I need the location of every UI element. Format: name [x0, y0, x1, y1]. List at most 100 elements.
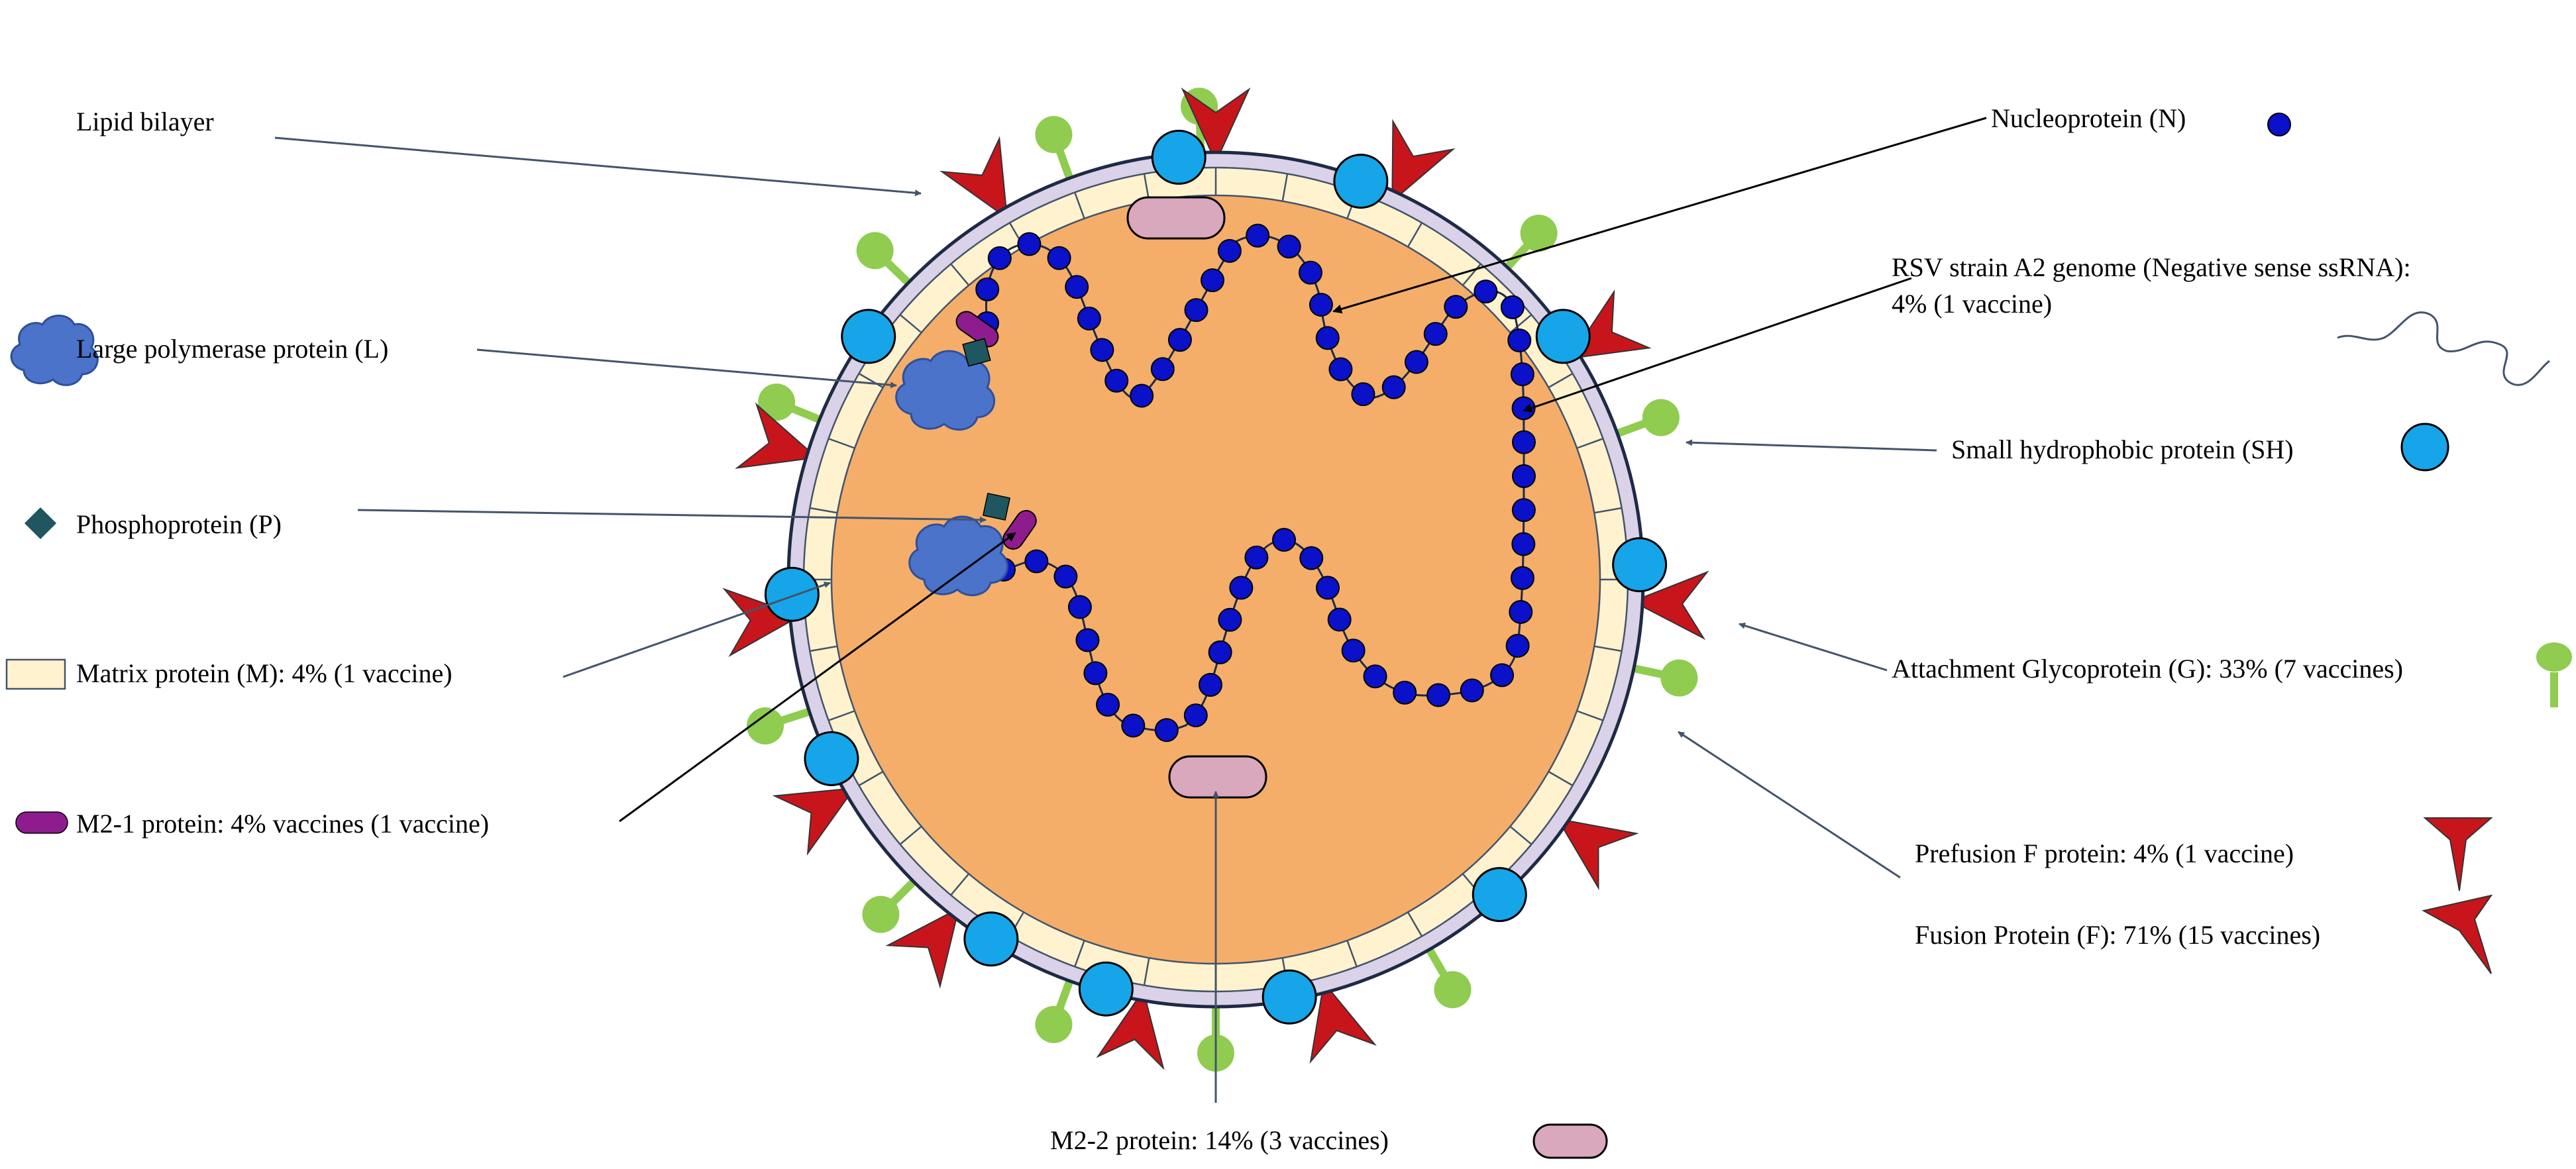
- g-protein: [1520, 215, 1558, 252]
- nucleoprotein: [1298, 260, 1322, 285]
- f-protein: [1631, 570, 1709, 640]
- m21-leader: [619, 532, 1016, 823]
- matrix-segment-divider: [1074, 940, 1085, 967]
- nucleoprotein: [1067, 595, 1092, 619]
- nucleo-leader: [1332, 117, 1987, 314]
- nucleoprotein: [1167, 328, 1192, 352]
- nucleoprotein: [1511, 498, 1536, 523]
- sh-protein: [1261, 969, 1317, 1025]
- nucleoprotein: [1363, 664, 1387, 689]
- matrix-segment-divider: [1462, 263, 1481, 286]
- leader-lines: [274, 117, 1987, 1103]
- genome-leader: [1523, 277, 1912, 413]
- matrix-segment-divider: [1576, 710, 1603, 721]
- sh-protein: [963, 911, 1019, 967]
- matrix-segment-divider: [1407, 911, 1423, 937]
- m2-1-protein-top: [955, 311, 999, 348]
- g-protein: [1035, 1005, 1073, 1043]
- g-protein: [856, 232, 894, 270]
- nucleoprotein: [1065, 275, 1089, 299]
- fusion-f-icon: [2422, 894, 2493, 974]
- nucleoprotein: [1150, 357, 1175, 381]
- polymerase-complex-bottom: [908, 492, 1037, 597]
- sh-leader: [1686, 439, 1937, 452]
- phosphoprotein-bottom: [982, 492, 1011, 521]
- nucleoprotein: [1272, 528, 1297, 552]
- sh-protein: [841, 309, 896, 364]
- matrix-segment-divider: [950, 263, 970, 286]
- nucleoprotein: [1299, 546, 1324, 570]
- sh-proteins: [764, 129, 1668, 1025]
- nucleoprotein: [1208, 640, 1232, 664]
- matrix-segment-divider: [1143, 957, 1150, 986]
- sh-protein: [1078, 961, 1134, 1017]
- nucleoprotein: [1341, 638, 1366, 663]
- nucleoprotein: [1217, 238, 1242, 263]
- f-protein: [735, 402, 818, 469]
- f-protein: [939, 136, 1008, 220]
- sh-protein-label: Small hydrophobic protein (SH): [1951, 434, 2294, 464]
- nucleoprotein: [1096, 693, 1120, 717]
- nucleoprotein: [1444, 295, 1468, 319]
- sh-protein: [804, 731, 859, 786]
- lipid-leader: [274, 136, 922, 197]
- f-protein: [1181, 87, 1251, 164]
- nucleoprotein: [1500, 295, 1525, 319]
- nucleoprotein: [1315, 326, 1340, 350]
- nucleoprotein: [1393, 680, 1417, 705]
- f-protein: [1391, 119, 1456, 203]
- nucleoprotein: [1130, 383, 1154, 408]
- f-protein: [1556, 817, 1639, 891]
- matrix-segment-divider: [899, 825, 922, 845]
- nucleoprotein: [1244, 545, 1269, 570]
- phospho-leader: [357, 509, 987, 523]
- nucleoprotein: [1507, 329, 1532, 353]
- sh-protein: [1333, 154, 1389, 209]
- polymerase-complex-top: [895, 311, 999, 431]
- polymerase-blob-top: [895, 350, 996, 431]
- matrix-segment-divider: [899, 314, 922, 334]
- matrix-segment-divider: [1509, 314, 1532, 334]
- nucleoprotein: [1183, 703, 1208, 728]
- matrix-segment-divider: [828, 710, 855, 721]
- nucleoprotein: [1511, 532, 1536, 556]
- g-protein: [1434, 971, 1472, 1009]
- matrix-segment-divider: [1593, 645, 1622, 652]
- sh-protein: [764, 566, 820, 622]
- g-protein: [1660, 659, 1698, 697]
- matrix-segment-divider: [1548, 770, 1574, 787]
- nucleoprotein: [1315, 576, 1340, 600]
- nucleoprotein: [1024, 549, 1049, 574]
- fusion-f-label: Fusion Protein (F): 71% (15 vaccines): [1915, 920, 2320, 950]
- m2-1-protein-icon: [15, 811, 68, 834]
- polymerase-leader: [476, 348, 897, 389]
- nucleoprotein: [1154, 718, 1179, 742]
- nucleoprotein: [1198, 673, 1222, 697]
- nucleoprotein: [1083, 661, 1108, 686]
- sh-protein: [1612, 537, 1668, 593]
- g-protein: [746, 707, 784, 744]
- nucleoprotein: [1077, 306, 1101, 330]
- g-protein: [862, 895, 900, 933]
- f-protein: [1309, 981, 1377, 1064]
- nucleoprotein: [1423, 322, 1448, 346]
- matrix-segment-divider: [1407, 222, 1423, 248]
- f-protein: [772, 787, 856, 856]
- g-protein: [1642, 399, 1680, 436]
- phosphoprotein-icon: [24, 507, 57, 540]
- matrix-segment-divider: [1346, 940, 1358, 967]
- prefusion-f-icon: [2423, 817, 2493, 891]
- nucleoprotein-icon: [2267, 113, 2291, 136]
- fusion-leader: [1678, 731, 1901, 879]
- nucleoprotein: [1075, 628, 1100, 652]
- nucleoprotein: [1381, 375, 1406, 399]
- sh-protein: [1151, 129, 1207, 185]
- matrix-segment-divider: [950, 873, 970, 896]
- matrix-segment-divider: [1576, 438, 1603, 449]
- nucleoprotein: [1511, 430, 1536, 454]
- nucleoprotein: [1328, 357, 1353, 381]
- matrix-protein-icon: [5, 658, 66, 690]
- nucleoprotein: [1510, 566, 1534, 590]
